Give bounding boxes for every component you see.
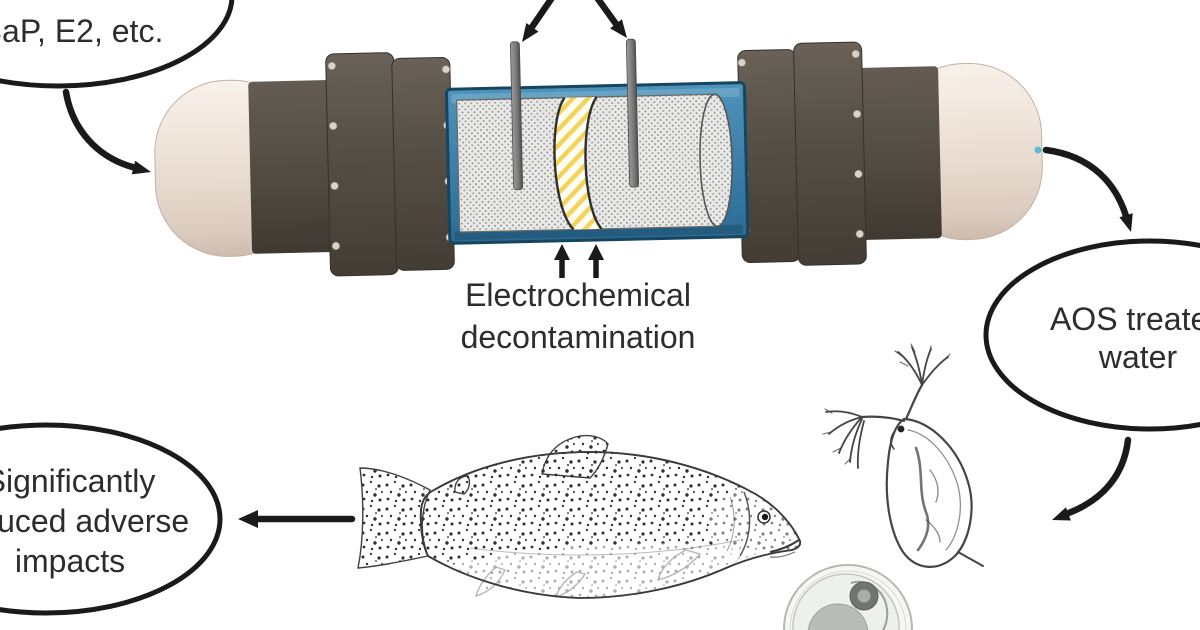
outcome-bubble-line1: Significantly <box>0 463 155 499</box>
influent-bubble-outline <box>0 0 235 89</box>
rainbow-trout-illustration <box>357 434 804 601</box>
separator-pointer-arrows <box>554 244 604 278</box>
daphnia-antennae <box>822 343 951 469</box>
effluent-bubble: AOS treated water <box>983 238 1200 432</box>
effluent-bubble-line1: AOS treated <box>1050 301 1200 337</box>
reactor-assembly <box>154 38 1043 277</box>
outcome-bubble: Significantly reduced adverse impacts <box>0 422 223 616</box>
porous-electrode-cylinder <box>455 93 733 233</box>
electrode-rod-right <box>625 38 640 188</box>
reactor-caption-line1: Electrochemical <box>465 277 691 313</box>
lateral-line <box>469 539 741 556</box>
exposure-flow-arrow <box>1052 436 1132 521</box>
daphnia-gut <box>914 446 930 552</box>
influent-flow-arrow <box>62 88 151 175</box>
effluent-bubble-line2: water <box>1098 339 1178 375</box>
jaw-line <box>769 551 796 558</box>
daphnia-eye <box>897 425 905 433</box>
fish-head-highlight <box>708 487 804 567</box>
daphnia-illustration <box>822 343 984 568</box>
mouth-line <box>769 539 800 553</box>
right-collar <box>854 66 942 240</box>
daphnia-tail-spine <box>957 551 984 567</box>
embryo-eye-center <box>857 589 871 603</box>
fish-egg-illustration <box>783 564 913 630</box>
left-flange <box>325 52 455 277</box>
fish-outline <box>419 451 802 599</box>
effluent-flow-arrow <box>1042 146 1133 232</box>
influent-bubble: BaP, E2, etc. <box>0 0 235 89</box>
separator-membrane <box>553 96 603 231</box>
tail-fin <box>357 467 431 569</box>
right-flange <box>737 41 867 266</box>
gill-inner-line <box>726 496 735 552</box>
reactor-caption: Electrochemical decontamination <box>461 244 696 355</box>
daphnia-carapace <box>885 417 973 568</box>
fish-belly-highlight <box>420 543 790 601</box>
outcome-bubble-line3: impacts <box>15 543 125 579</box>
daphnia-limbs <box>925 469 941 543</box>
egg-inner-ring <box>789 570 907 630</box>
left-collar <box>248 80 336 254</box>
egg-yolk <box>807 603 869 630</box>
reactor-caption-line2: decontamination <box>461 319 696 355</box>
outlet-port <box>1034 146 1042 154</box>
gill-cover-line <box>739 491 751 557</box>
electrode-rod-left <box>510 41 524 191</box>
outcome-flow-arrow <box>238 510 356 528</box>
fish-pupil <box>761 513 769 521</box>
electrode-pointer-arrows <box>522 0 627 42</box>
daphnia-carapace-inner <box>907 429 961 551</box>
influent-bubble-label: BaP, E2, etc. <box>0 13 163 49</box>
effluent-bubble-outline <box>983 238 1200 432</box>
outcome-bubble-line2: reduced adverse <box>0 503 189 539</box>
daphnia-rostrum <box>890 431 895 450</box>
outcome-bubble-outline <box>0 422 223 616</box>
